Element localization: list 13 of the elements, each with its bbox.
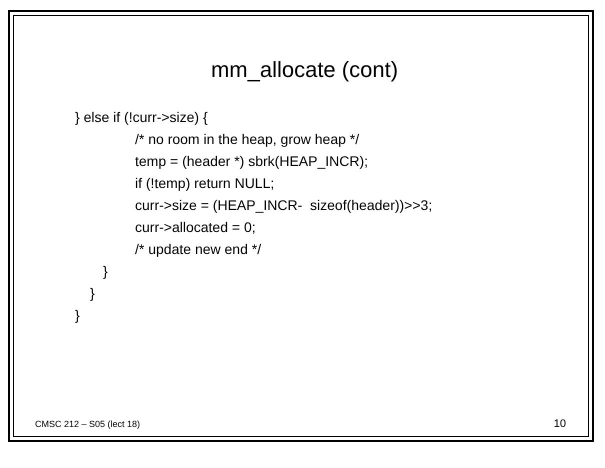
closing-brace: } xyxy=(90,286,95,302)
code-comment: /* update new end */ xyxy=(135,242,262,258)
footer-text: CMSC 212 – S05 (lect 18) xyxy=(35,420,140,430)
page-number: 10 xyxy=(554,418,566,430)
code-line: curr->allocated = 0; xyxy=(135,220,256,236)
code-line: curr->size = (HEAP_INCR- sizeof(header))>>3; xyxy=(135,198,432,214)
code-line: if (!temp) return NULL; xyxy=(135,176,274,192)
closing-brace: } xyxy=(75,308,80,324)
code-line: temp = (header *) sbrk(HEAP_INCR); xyxy=(135,154,368,170)
closing-brace: } xyxy=(103,264,108,280)
slide-title: mm_allocate (cont) xyxy=(210,58,398,82)
code-line: } else if (!curr->size) { xyxy=(75,110,208,126)
code-comment: /* no room in the heap, grow heap */ xyxy=(135,132,360,148)
